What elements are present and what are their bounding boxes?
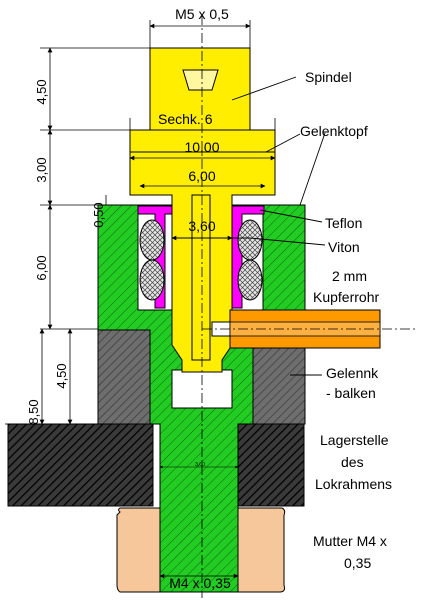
top-thread-label: M5 x 0,5 xyxy=(175,6,229,22)
dim-450-top: 4,50 xyxy=(34,79,49,104)
width-360-label: 3,60 xyxy=(188,218,215,234)
bearing-label-3: Lokrahmens xyxy=(315,476,392,492)
teflon-label: Teflon xyxy=(325,215,362,231)
vertical-dimension-lines xyxy=(39,47,107,425)
bottom-thread-label: M4 x 0,35 xyxy=(169,575,231,591)
viton-label: Viton xyxy=(328,239,360,255)
dim-600-left: 6,00 xyxy=(34,255,49,280)
hex-label: Sechk. 6 xyxy=(158,111,213,127)
dim-050: 0,50 xyxy=(91,202,106,227)
width-10-dimension xyxy=(129,118,276,161)
nut-label-1: Mutter M4 x xyxy=(313,533,387,549)
width-small-label: 3,00 xyxy=(195,462,205,468)
nut-label-2: 0,35 xyxy=(344,555,371,571)
dim-850: 8,50 xyxy=(26,399,41,424)
spindle xyxy=(129,47,276,373)
bearing-label-2: des xyxy=(341,454,364,470)
pot-label: Gelenktopf xyxy=(300,123,368,139)
nut xyxy=(116,507,286,593)
dim-450-bottom: 4,50 xyxy=(54,363,69,388)
width-1000-label: 10,00 xyxy=(184,139,219,155)
leader-lines xyxy=(172,76,326,376)
bearing-label-1: Lagerstelle xyxy=(320,432,389,448)
spindle-label: Spindel xyxy=(305,69,352,85)
dim-300: 3,00 xyxy=(34,157,49,182)
locomotive-frame xyxy=(7,423,305,507)
beam-label-2: - balken xyxy=(326,385,376,401)
tube-label-2: Kupferrohr xyxy=(313,289,379,305)
tube-label-1: 2 mm xyxy=(332,268,367,284)
width-600-label: 6,00 xyxy=(188,168,215,184)
viton-o-rings xyxy=(139,219,263,301)
beam-label-1: Gelennk xyxy=(326,365,379,381)
top-thread-dimension xyxy=(149,20,251,48)
